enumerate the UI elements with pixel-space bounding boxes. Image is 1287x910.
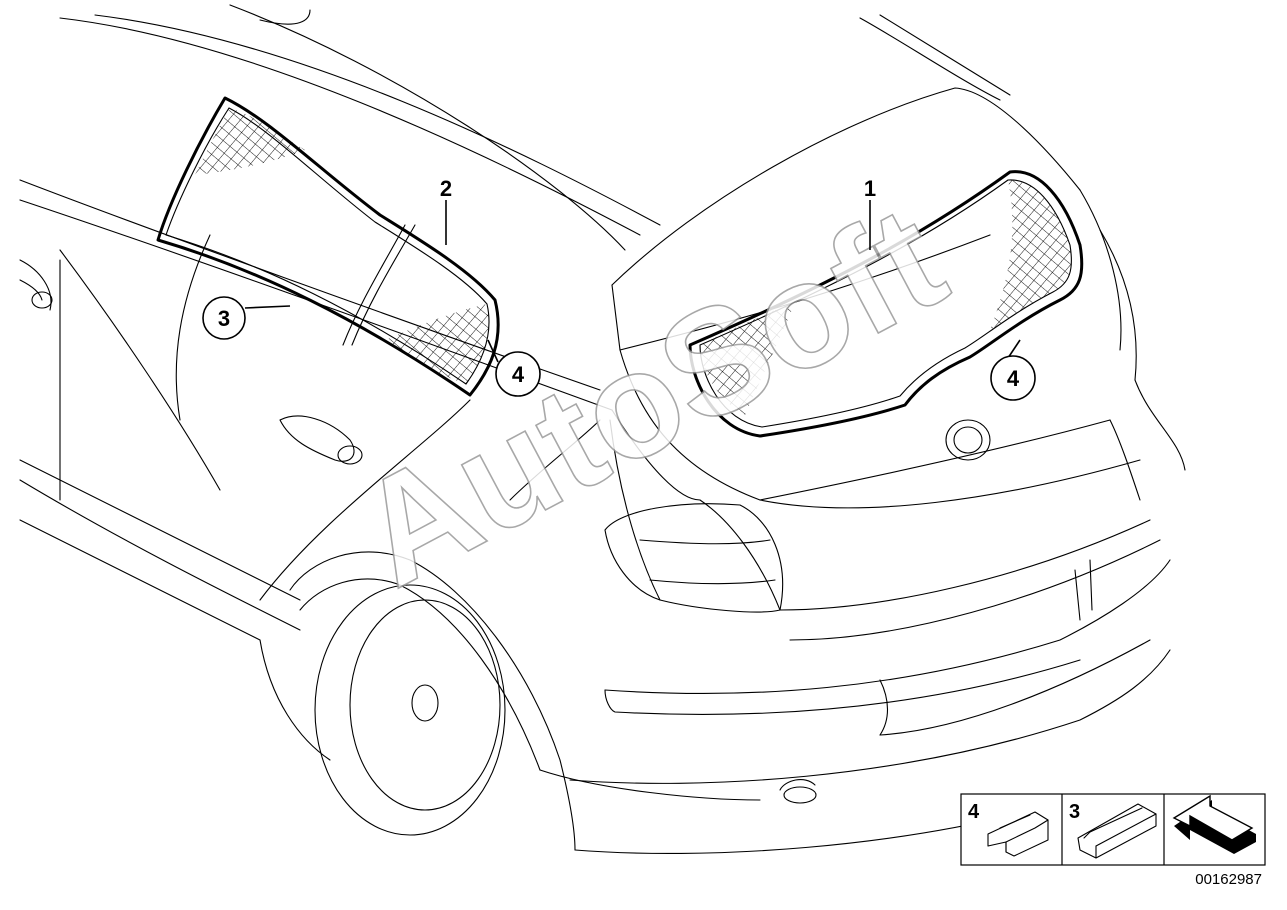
- side-window-glass: [156, 96, 500, 397]
- legend-item-seal: 3: [1069, 801, 1157, 859]
- retaining-clip-icon: [987, 811, 1049, 857]
- watermark: AutoSoft: [331, 173, 969, 619]
- legend-label: 4: [968, 801, 980, 823]
- callout-label: 2: [440, 176, 452, 201]
- direction-arrow-icon: [1172, 794, 1256, 854]
- car-body-outline: [19, 4, 1186, 855]
- seal-profile-icon: [1077, 803, 1157, 859]
- callout-3[interactable]: 3: [202, 296, 291, 340]
- legend-item-clip: 4: [968, 801, 1049, 857]
- rear-window-glass: [688, 170, 1084, 438]
- callout-2[interactable]: 2: [440, 176, 452, 245]
- callout-label: 1: [864, 176, 876, 201]
- diagram-id: 00162987: [1195, 871, 1262, 888]
- legend-item-direction: [1172, 794, 1256, 854]
- callout-1[interactable]: 1: [864, 176, 876, 250]
- callout-4-right[interactable]: 4: [990, 339, 1036, 401]
- callout-label: 4: [512, 362, 525, 387]
- legend-label: 3: [1069, 801, 1080, 823]
- callout-label: 3: [218, 306, 230, 331]
- callout-label: 4: [1007, 366, 1020, 391]
- legend-box: 4 3: [960, 793, 1266, 866]
- callout-4-left[interactable]: 4: [487, 339, 541, 397]
